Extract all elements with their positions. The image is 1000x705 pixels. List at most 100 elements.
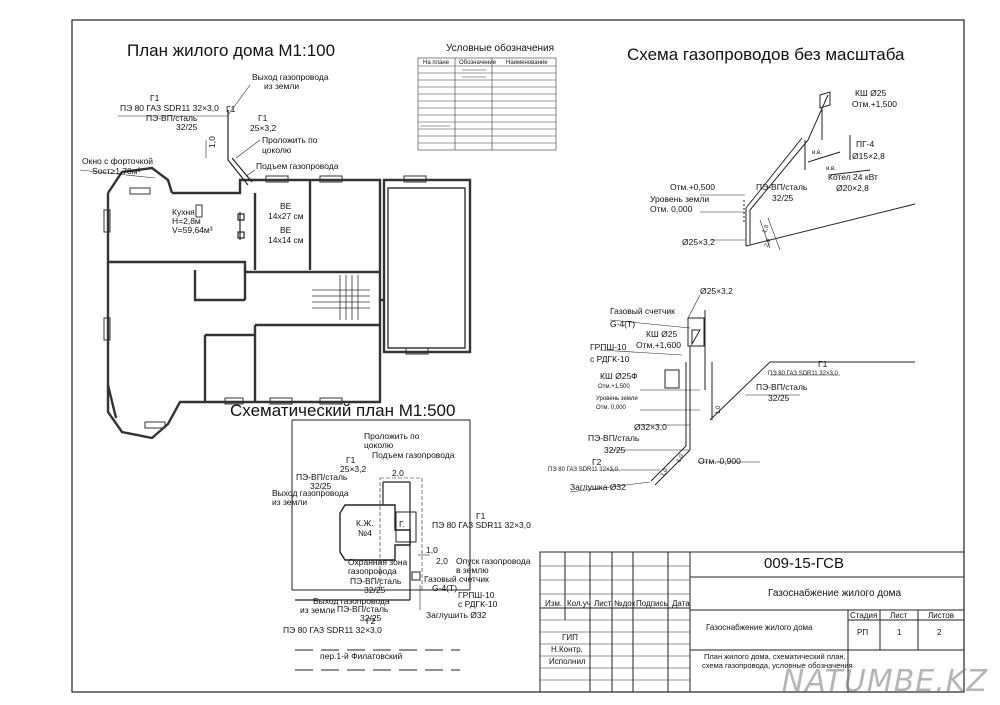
stamp-col-date: Дата (672, 599, 690, 608)
legend-title: Условные обозначения (446, 43, 555, 54)
stamp-project: Газоснабжение жилого дома (768, 588, 902, 599)
scheme-pg4-size: Ø15×2,8 (852, 151, 885, 161)
legend-header-plan: На плане (423, 60, 450, 66)
scheme-boiler-size: Ø20×2,8 (836, 183, 869, 193)
site-pe-a-material: ПЭ-ВП/сталь (296, 472, 348, 482)
scheme2-elev-900: Отм.-0,900 (698, 456, 741, 466)
scheme2-g2-spec: ПЭ 80 ГАЗ SDR11 32×3,0 (548, 467, 618, 473)
legend-header-symbol: Обозначение (459, 60, 497, 66)
scheme-ksh-elev: Отм.+1,500 (852, 99, 897, 109)
scheme2-pe-size: 32/25 (604, 445, 626, 455)
stamp-sheets-header: Листов (928, 611, 954, 620)
plan-g1-mid-size: 25×3,2 (250, 123, 277, 133)
site-g2-label: Г2 (366, 616, 376, 626)
scheme2-d32: Ø32×3,0 (634, 422, 667, 432)
window-marks (103, 175, 429, 429)
scheme2-meter-label: Газовый счетчик (610, 306, 675, 316)
stamp-col-ndok: №док (614, 599, 636, 608)
site-exit-b-2: из земли (300, 605, 336, 615)
site-rise-label: Подъем газопровода (372, 450, 455, 460)
scheme-pe-size: 32/25 (772, 193, 794, 203)
stairs (312, 275, 370, 320)
site-g2-spec: ПЭ 80 ГАЗ SDR11 32×3,0 (283, 625, 382, 635)
site-meter-label: Газовый счетчик (424, 574, 489, 584)
scheme-iv-label-2: и.в. (826, 166, 836, 172)
scheme2-pe2-size: 32/25 (768, 393, 790, 403)
plan-pipe-material: ПЭ-ВП/сталь (146, 113, 198, 123)
site-lay-label-1: Проложить по (364, 431, 420, 441)
scheme-d25: Ø25×3,2 (682, 237, 715, 247)
scheme-ground-elev: Отм. 0,000 (650, 204, 693, 214)
scheme2-pe2-material: ПЭ-ВП/сталь (756, 382, 808, 392)
site-pe-c-size: 32/25 (360, 613, 382, 623)
site-garage-label: Г. (399, 519, 405, 529)
stamp-sheet: 1 (897, 628, 902, 637)
gas-exit-label-2: из земли (264, 81, 300, 91)
site-pe-b-material: ПЭ-ВП/сталь (350, 576, 402, 586)
site-lay-label-2: цоколю (364, 440, 394, 450)
stamp-stage-header: Стадия (850, 611, 878, 620)
plan-g1-label-b: Г1 (226, 104, 236, 114)
site-descent-1: Опуск газопровода (456, 556, 531, 566)
vent-1-label: ВЕ (280, 201, 292, 211)
scheme-ground-label: Уровень земли (650, 194, 710, 204)
site-g1b-spec: ПЭ 80 ГАЗ SDR11 32×3,0 (432, 520, 531, 530)
stamp-col-izm: Изм. (545, 599, 563, 608)
gas-exit-label-1: Выход газопровода (252, 72, 329, 82)
legend-header-name: Наименование (506, 60, 548, 66)
site-exit-b-1: Выход газопровода (313, 596, 390, 606)
stamp-sheets: 2 (937, 628, 942, 637)
stamp-col-signature: Подпись (636, 599, 668, 608)
site-pe-c-material: ПЭ-ВП/сталь (337, 604, 389, 614)
scheme2-g1-spec: ПЭ 80 ГАЗ SDR11 32×3,0 (768, 371, 838, 377)
stamp-desc-1: План жилого дома, схематический план, (704, 652, 846, 661)
site-plug-label: Заглушить Ø32 (426, 610, 487, 620)
site-zone-2: газопровода (348, 566, 397, 576)
vent-1-size: 14х27 см (268, 211, 304, 221)
site-pe-b-size: 32/25 (364, 585, 386, 595)
scheme2-g2-label: Г2 (592, 457, 602, 467)
vent-2-size: 14х14 см (268, 235, 304, 245)
kitchen-volume: V=59,64м³ (172, 225, 213, 235)
plan-rise-label: Подъем газопровода (256, 161, 339, 171)
scheme-elev-500: Отм.+0,500 (670, 182, 715, 192)
stamp-stage: РП (857, 628, 869, 637)
stamp-code: 009-15-ГСВ (764, 555, 844, 572)
plan-lay-label-1: Проложить по (262, 135, 318, 145)
plan-g1-label: Г1 (150, 93, 160, 103)
legend-table (417, 57, 557, 151)
scheme2-kshf-label: КШ Ø25Ф (600, 371, 638, 381)
site-house-number: №4 (358, 528, 372, 538)
scheme-ksh-label: КШ Ø25 (855, 88, 887, 98)
site-dim-20b: 2,0 (436, 556, 448, 566)
stamp-sheet-header: Лист (890, 611, 908, 620)
house-plan (106, 166, 472, 440)
site-plan (291, 419, 471, 671)
site-g1b-label: Г1 (476, 511, 486, 521)
site-g1a-label: Г1 (346, 455, 356, 465)
scheme-bottom (569, 294, 915, 493)
scheme-top (700, 91, 916, 251)
site-meter-model: G-4(T) (432, 583, 458, 593)
scheme2-pe-material: ПЭ-ВП/сталь (588, 433, 640, 443)
plan-window-label-2: Sост≥1,78м² (92, 166, 141, 176)
sheet-frame (71, 19, 965, 693)
site-house-label: К.Ж. (356, 518, 374, 528)
plan-gas-riser (205, 110, 253, 240)
scheme2-g1-label: Г1 (818, 359, 828, 369)
site-exit-a-2: из земли (272, 497, 308, 507)
kitchen-height: H=2,8м (172, 216, 201, 226)
stamp-desc-2: схема газопровода, условные обозначения (702, 661, 853, 670)
kitchen-name: Кухня (172, 207, 195, 217)
plan-leaders (79, 84, 261, 179)
site-g1a-size: 25×3,2 (340, 464, 367, 474)
scheme2-meter-model: G-4(T) (610, 319, 636, 329)
stamp-role-gip: ГИП (562, 633, 578, 642)
plan-dim-10: 1,0 (207, 136, 217, 148)
scheme-title: Схема газопроводов без масштаба (627, 45, 905, 64)
scheme-pe-material: ПЭ-ВП/сталь (756, 182, 808, 192)
scheme2-dim-1: 1,0 (716, 405, 722, 414)
site-grpsh-model: с РДГК-10 (458, 599, 498, 609)
site-dim-20: 2,0 (392, 468, 404, 478)
site-grpsh-label: ГРПШ-10 (458, 590, 495, 600)
